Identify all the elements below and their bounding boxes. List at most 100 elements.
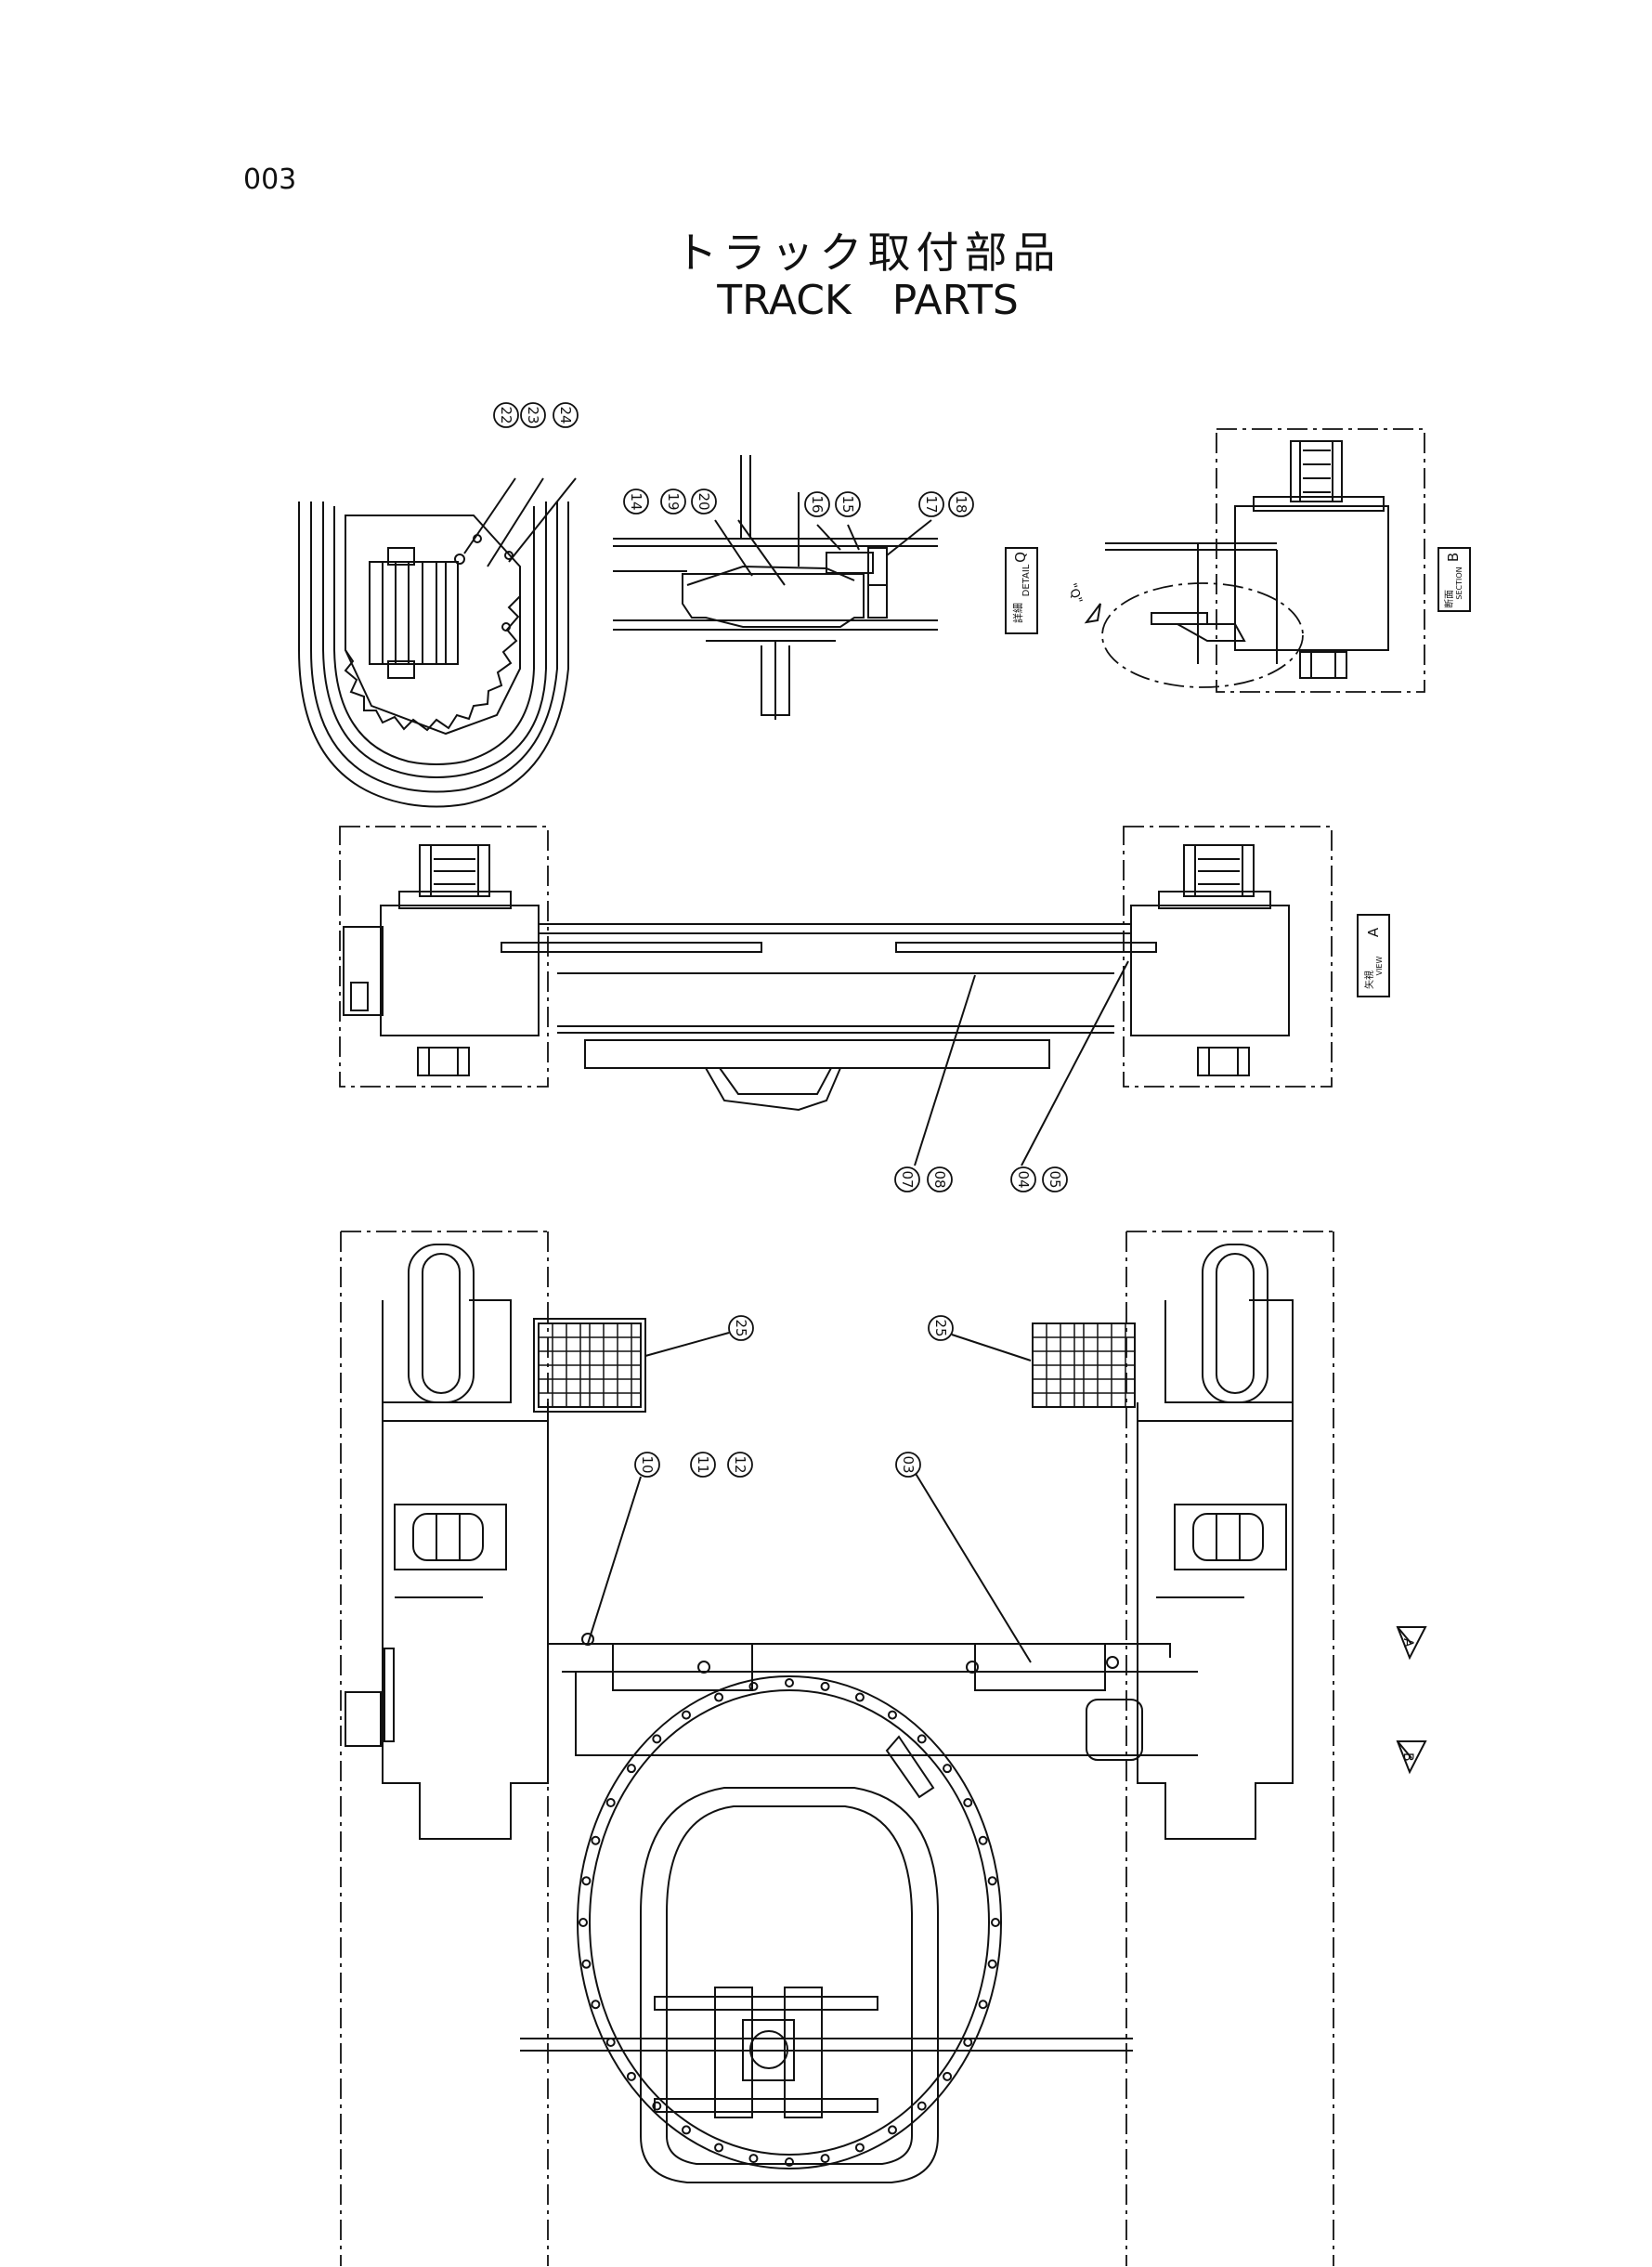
bolt-hole xyxy=(943,1764,953,1774)
svg-text:B: B xyxy=(1445,553,1462,562)
svg-text:詳細: 詳細 xyxy=(1011,603,1024,623)
bolt-hole xyxy=(785,2157,794,2167)
bolt-hole xyxy=(605,1798,616,1807)
bolt-hole xyxy=(854,2143,865,2153)
svg-text:15: 15 xyxy=(839,495,856,513)
svg-text:04: 04 xyxy=(1015,1170,1032,1188)
svg-text:20: 20 xyxy=(696,492,712,510)
svg-text:DETAIL: DETAIL xyxy=(1021,564,1032,596)
bolt-hole xyxy=(820,2154,830,2164)
bolt-hole xyxy=(581,1876,592,1886)
bolt-hole xyxy=(714,1692,724,1702)
callout-24: 24 xyxy=(553,402,579,428)
callout-20: 20 xyxy=(691,489,717,515)
callout-18: 18 xyxy=(948,491,974,517)
sprocket-detail-view xyxy=(298,477,577,808)
bolt-hole xyxy=(652,1734,662,1744)
bolt-hole xyxy=(991,1918,1000,1927)
callout-03: 03 xyxy=(895,1452,921,1478)
svg-text:12: 12 xyxy=(732,1455,748,1473)
section-b-view: "Q" xyxy=(1064,428,1425,693)
callout-04: 04 xyxy=(1010,1166,1036,1192)
view-arrow-a: A xyxy=(1396,1626,1427,1661)
svg-text:18: 18 xyxy=(953,495,969,513)
callout-12: 12 xyxy=(727,1452,753,1478)
bolt-hole xyxy=(682,1710,691,1720)
callout-05: 05 xyxy=(1042,1166,1068,1192)
svg-text:A: A xyxy=(1365,927,1382,937)
svg-text:B: B xyxy=(1400,1752,1415,1762)
view-a-callouts: 07 08 04 05 xyxy=(894,1166,1068,1192)
detail-q-view xyxy=(613,455,938,720)
bolt-hole xyxy=(626,2071,636,2081)
callout-25-right: 25 xyxy=(928,1315,954,1341)
view-a-label: 矢視 VIEW A xyxy=(1357,914,1390,997)
svg-text:03: 03 xyxy=(900,1455,917,1473)
svg-text:16: 16 xyxy=(809,495,826,513)
callout-19: 19 xyxy=(660,489,686,515)
callout-16: 16 xyxy=(804,491,830,517)
svg-text:17: 17 xyxy=(923,495,940,513)
svg-text:24: 24 xyxy=(557,406,574,423)
detail-q-label: 詳細 DETAIL Q xyxy=(1005,547,1038,634)
callout-10: 10 xyxy=(634,1452,660,1478)
svg-text:Q: Q xyxy=(1012,552,1029,563)
left-shoe-pad xyxy=(538,1322,642,1408)
svg-text:22: 22 xyxy=(498,406,514,423)
callout-15: 15 xyxy=(835,491,861,517)
bolt-hole xyxy=(888,2125,897,2135)
bolt-hole xyxy=(682,2125,691,2135)
page-number: 003 xyxy=(243,163,297,196)
svg-text:VIEW: VIEW xyxy=(1375,957,1384,976)
svg-text:14: 14 xyxy=(628,492,644,510)
bolt-hole xyxy=(591,2000,601,2010)
bolt-hole xyxy=(591,1835,601,1845)
view-a-drawing xyxy=(339,826,1333,1166)
bolt-hole xyxy=(963,1798,973,1807)
bolt-hole xyxy=(605,2038,616,2047)
bolt-hole xyxy=(652,2101,662,2111)
callout-11: 11 xyxy=(690,1452,716,1478)
sprocket-callouts: 22 23 24 xyxy=(493,402,579,428)
bolt-hole xyxy=(987,1876,997,1886)
callout-14: 14 xyxy=(623,489,649,515)
bolt-hole xyxy=(785,1678,794,1687)
svg-text:23: 23 xyxy=(525,406,541,423)
bolt-hole xyxy=(820,1681,830,1691)
bolt-hole xyxy=(978,2000,988,2010)
bolt-hole xyxy=(917,2101,927,2111)
detail-q-callouts: 14 19 20 16 15 17 18 xyxy=(623,489,974,517)
svg-text:19: 19 xyxy=(665,492,682,510)
bolt-hole xyxy=(888,1710,897,1720)
svg-text:07: 07 xyxy=(899,1170,916,1188)
svg-text:10: 10 xyxy=(639,1455,656,1473)
callout-07: 07 xyxy=(894,1166,920,1192)
bolt-hole xyxy=(579,1918,588,1927)
bolt-hole xyxy=(714,2143,724,2153)
bolt-hole xyxy=(748,2154,759,2164)
bolt-hole xyxy=(943,2071,953,2081)
title-english: TRACK PARTS xyxy=(717,277,1019,324)
svg-text:"Q": "Q" xyxy=(1064,581,1085,606)
svg-text:A: A xyxy=(1400,1638,1415,1648)
bolt-hole xyxy=(963,2038,973,2047)
title-japanese: トラック取付部品 xyxy=(674,228,1061,278)
callout-17: 17 xyxy=(918,491,944,517)
svg-text:11: 11 xyxy=(695,1455,711,1473)
callout-22: 22 xyxy=(493,402,519,428)
bolt-hole xyxy=(626,1764,636,1774)
view-arrow-b: B xyxy=(1396,1740,1427,1775)
bolt-hole xyxy=(978,1835,988,1845)
svg-text:矢視: 矢視 xyxy=(1363,971,1375,989)
svg-text:SECTION: SECTION xyxy=(1455,567,1463,599)
right-shoe-pad xyxy=(1032,1322,1136,1408)
bolt-hole xyxy=(748,1681,759,1691)
plan-view-drawing xyxy=(340,1231,1334,2266)
svg-text:25: 25 xyxy=(932,1319,949,1336)
svg-text:断面: 断面 xyxy=(1443,590,1455,608)
callout-25-left: 25 xyxy=(728,1315,754,1341)
slewing-bolts xyxy=(579,1678,1000,2167)
bolt-hole xyxy=(987,1959,997,1969)
callout-08: 08 xyxy=(927,1166,953,1192)
